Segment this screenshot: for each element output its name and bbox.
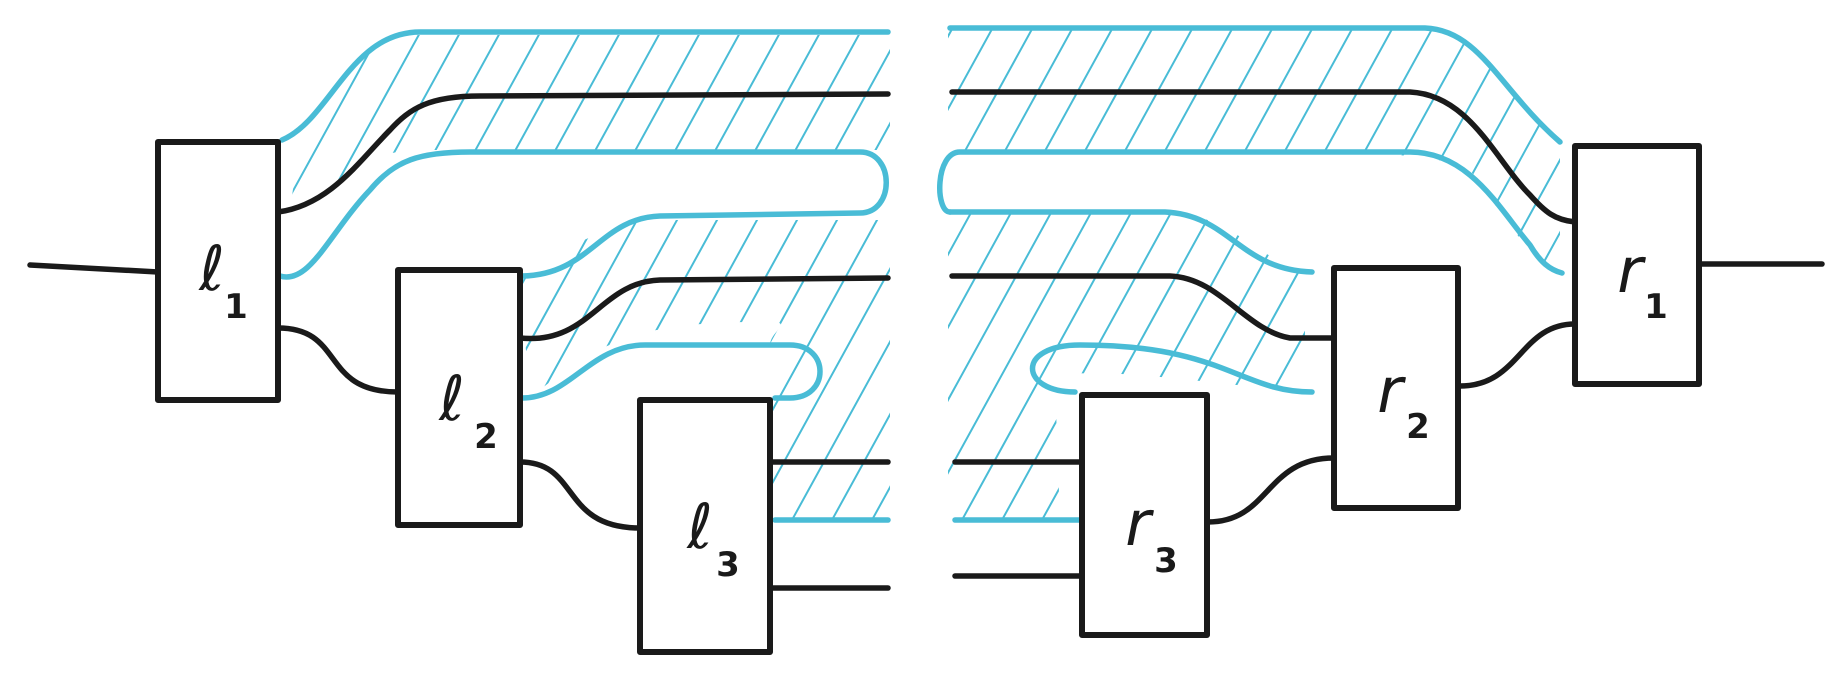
left-blue-wire-loop-2 (519, 342, 823, 401)
left-wire-l1-top (275, 91, 891, 215)
box-l2-letter: ℓ (438, 362, 465, 435)
hatch-line (948, 30, 1158, 520)
left-blue-wire-loop-1 (277, 149, 889, 280)
box-l3-sub: 3 (716, 545, 740, 585)
right-wire-r2-top (949, 273, 1337, 341)
hatch-line (280, 35, 388, 520)
right-wire-r1-top (949, 89, 1578, 225)
box-l2-sub: 2 (474, 417, 498, 457)
left-wire-l1-to-l2 (275, 325, 401, 395)
box-r1-sub: 1 (1644, 287, 1668, 327)
left-input-wire (27, 262, 161, 275)
hatch-line (948, 30, 1038, 520)
box-r1-letter: r (1617, 234, 1646, 307)
box-r1: r 1 (1572, 143, 1702, 387)
hatch-line (809, 35, 890, 520)
box-l3: ℓ 3 (637, 397, 773, 655)
box-l3-letter: ℓ (686, 490, 713, 563)
hatch-line (948, 30, 1198, 520)
hatch-line (729, 35, 890, 520)
left-blue-wire-top (279, 29, 891, 143)
right-blue-wire-top (947, 25, 1563, 145)
right-blue-wires (937, 25, 1565, 523)
hatch-line (979, 30, 1278, 520)
box-r2: r 2 (1331, 265, 1461, 511)
right-blue-wire-loop-3 (1030, 342, 1315, 395)
box-l1-sub: 1 (224, 287, 248, 327)
box-l1: ℓ 1 (155, 139, 281, 403)
left-black-wires (27, 91, 891, 591)
right-black-wires (949, 89, 1825, 579)
hatch-line (769, 35, 890, 520)
right-blue-wire-loop-2 (947, 209, 1315, 275)
hatch-line (948, 30, 1238, 520)
left-wire-l2-top (517, 275, 891, 342)
hatch-line (0, 20, 147, 560)
right-wire-r3-to-r2 (1205, 455, 1337, 525)
box-l2: ℓ 2 (395, 267, 523, 528)
box-r3: r 3 (1079, 392, 1210, 638)
right-wire-r2-to-r1 (1457, 321, 1578, 389)
right-blue-wire-loop-1 (937, 149, 1565, 276)
box-r3-sub: 3 (1154, 541, 1178, 581)
box-r3-letter: r (1125, 487, 1154, 560)
hatch-line (948, 30, 1118, 520)
box-l1-letter: ℓ (198, 232, 225, 305)
left-wire-l2-to-l3 (517, 459, 643, 531)
box-r2-letter: r (1377, 354, 1406, 427)
box-r2-sub: 2 (1406, 407, 1430, 447)
hatch-line (280, 35, 428, 520)
hatch-line (948, 30, 1078, 520)
left-blue-wires (277, 29, 891, 523)
